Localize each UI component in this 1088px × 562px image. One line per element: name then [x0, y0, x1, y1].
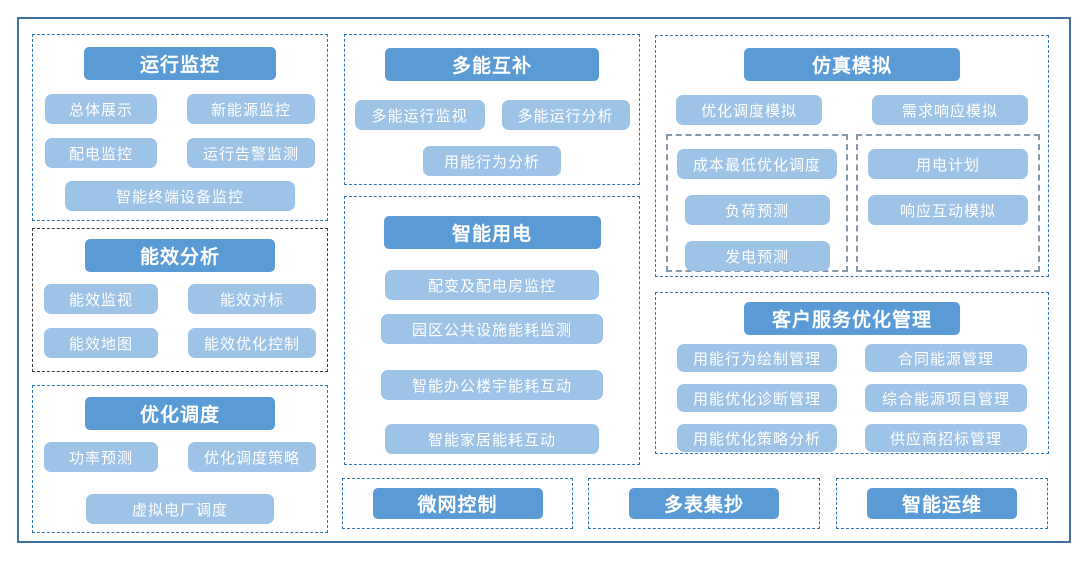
row: 用能行为分析 [423, 146, 561, 176]
panel-title-smart-operation-maintenance: 智能运维 [867, 488, 1017, 519]
panel-energy-efficiency-analysis: 能效分析 能效监视 能效对标 能效地图 能效优化控制 [32, 228, 328, 372]
panel-title-customer-service: 客户服务优化管理 [744, 302, 960, 335]
module-smart-home-energy-interaction: 智能家居能耗互动 [385, 424, 599, 454]
module-usage-behavior-analysis: 用能行为分析 [423, 146, 561, 176]
module-transformer-room-monitoring: 配变及配电房监控 [385, 270, 599, 300]
module-generation-forecast: 发电预测 [684, 241, 830, 271]
module-response-interaction-simulation: 响应互动模拟 [868, 195, 1028, 225]
panel-operation-monitoring: 运行监控 总体展示 新能源监控 配电监控 运行告警监测 智能终端设备监控 [32, 34, 328, 221]
panel-title-operation-monitoring: 运行监控 [84, 47, 276, 80]
module-smart-terminal-monitoring: 智能终端设备监控 [65, 181, 295, 211]
module-efficiency-optimal-control: 能效优化控制 [188, 328, 316, 358]
row: 多能运行监视 多能运行分析 [354, 100, 630, 130]
panel-smart-operation-maintenance: 智能运维 [836, 478, 1048, 529]
module-supplier-bidding-mgmt: 供应商招标管理 [865, 424, 1027, 452]
panel-title-microgrid-control: 微网控制 [372, 488, 543, 519]
panel-title-multi-meter-reading: 多表集抄 [629, 488, 779, 519]
subpanel-simulation-right: 用电计划 响应互动模拟 [856, 134, 1040, 272]
row: 虚拟电厂调度 [86, 494, 274, 524]
module-overall-display: 总体展示 [45, 94, 157, 124]
module-dispatch-strategy: 优化调度策略 [188, 442, 316, 472]
row: 总体展示 新能源监控 [45, 94, 315, 124]
module-smart-office-energy-interaction: 智能办公楼宇能耗互动 [381, 370, 603, 400]
row: 智能办公楼宇能耗互动 [381, 370, 603, 400]
module-park-facility-energy-monitoring: 园区公共设施能耗监测 [381, 314, 603, 344]
row: 智能家居能耗互动 [385, 424, 599, 454]
module-usage-behavior-mapping-mgmt: 用能行为绘制管理 [677, 344, 837, 372]
panel-title-optimal-dispatch: 优化调度 [85, 397, 275, 430]
module-integrated-energy-project-mgmt: 综合能源项目管理 [865, 384, 1027, 412]
module-efficiency-benchmarking: 能效对标 [188, 284, 316, 314]
row: 能效监视 能效对标 [44, 284, 316, 314]
row: 配变及配电房监控 [385, 270, 599, 300]
module-load-forecast: 负荷预测 [684, 195, 830, 225]
row: 配电监控 运行告警监测 [45, 138, 315, 168]
panel-multi-meter-reading: 多表集抄 [588, 478, 820, 529]
panel-microgrid-control: 微网控制 [342, 478, 573, 529]
module-virtual-plant-dispatch: 虚拟电厂调度 [86, 494, 274, 524]
module-multi-energy-monitoring: 多能运行监视 [354, 100, 485, 130]
outer-frame [17, 17, 1071, 543]
panel-title-energy-efficiency-analysis: 能效分析 [85, 239, 275, 272]
panel-smart-power-usage: 智能用电 配变及配电房监控 园区公共设施能耗监测 智能办公楼宇能耗互动 智能家居… [344, 196, 640, 465]
row: 用能优化诊断管理 综合能源项目管理 [677, 384, 1027, 412]
row: 园区公共设施能耗监测 [381, 314, 603, 344]
module-power-forecast: 功率预测 [44, 442, 158, 472]
row: 能效地图 能效优化控制 [44, 328, 316, 358]
module-new-energy-monitoring: 新能源监控 [187, 94, 315, 124]
panel-customer-service-optimization: 客户服务优化管理 用能行为绘制管理 合同能源管理 用能优化诊断管理 综合能源项目… [655, 292, 1049, 454]
module-power-usage-plan: 用电计划 [868, 149, 1028, 179]
panel-simulation: 仿真模拟 优化调度模拟 需求响应模拟 成本最低优化调度 负荷预测 发电预测 用电… [655, 35, 1049, 277]
panel-title-multi-energy: 多能互补 [385, 48, 599, 81]
row: 用能优化策略分析 供应商招标管理 [677, 424, 1027, 452]
row: 智能终端设备监控 [65, 181, 295, 211]
panel-optimal-dispatch: 优化调度 功率预测 优化调度策略 虚拟电厂调度 [32, 385, 328, 533]
panel-title-simulation: 仿真模拟 [744, 48, 960, 81]
subpanel-simulation-left: 成本最低优化调度 负荷预测 发电预测 [666, 134, 848, 272]
row: 功率预测 优化调度策略 [44, 442, 316, 472]
module-demand-response-simulation: 需求响应模拟 [872, 95, 1028, 125]
panel-title-smart-power-usage: 智能用电 [383, 216, 601, 249]
module-min-cost-dispatch: 成本最低优化调度 [677, 149, 837, 179]
module-efficiency-map: 能效地图 [44, 328, 158, 358]
row: 优化调度模拟 需求响应模拟 [676, 95, 1028, 125]
module-contract-energy-mgmt: 合同能源管理 [865, 344, 1027, 372]
module-usage-optimization-strategy-analysis: 用能优化策略分析 [677, 424, 837, 452]
module-distribution-monitoring: 配电监控 [45, 138, 157, 168]
panel-multi-energy-complementation: 多能互补 多能运行监视 多能运行分析 用能行为分析 [344, 34, 640, 185]
module-usage-optimization-diagnosis-mgmt: 用能优化诊断管理 [677, 384, 837, 412]
module-efficiency-monitoring: 能效监视 [44, 284, 158, 314]
module-multi-energy-analysis: 多能运行分析 [501, 100, 630, 130]
module-alarm-monitoring: 运行告警监测 [187, 138, 315, 168]
row: 用能行为绘制管理 合同能源管理 [677, 344, 1027, 372]
module-dispatch-simulation: 优化调度模拟 [676, 95, 822, 125]
